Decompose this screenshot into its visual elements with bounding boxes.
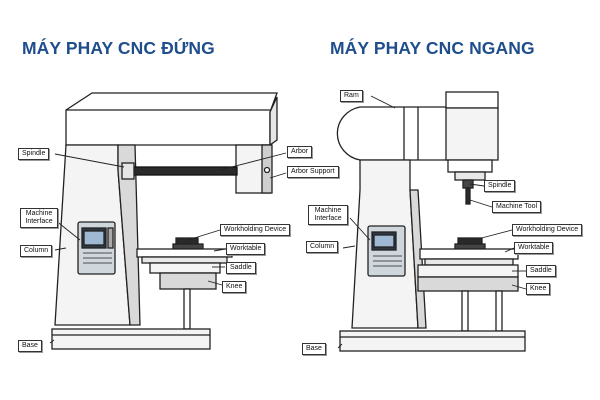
label-right-base: Base <box>302 343 326 355</box>
label-left-column: Column <box>20 245 53 257</box>
left-base <box>51 328 211 350</box>
title-vertical-cnc: MÁY PHAY CNC ĐỨNG <box>22 38 215 58</box>
label-left-arbor: Arbor <box>287 146 313 158</box>
label-right-saddle: Saddle <box>526 265 556 277</box>
label-left-machine-interface: Machine Interface <box>20 208 58 228</box>
right-ram <box>336 106 451 161</box>
left-leaders <box>49 152 287 344</box>
right-machine-tool <box>465 187 471 205</box>
left-machine <box>51 92 278 350</box>
label-right-machine-tool: Machine Tool <box>492 201 542 213</box>
label-right-column: Column <box>306 241 339 253</box>
label-left-spindle: Spindle <box>18 148 50 160</box>
left-arbor <box>132 166 238 176</box>
label-left-base: Base <box>18 340 42 352</box>
right-spindle-head <box>445 91 499 109</box>
label-left-arbor-support: Arbor Support <box>287 166 339 178</box>
right-worktable <box>419 248 519 260</box>
right-leaders <box>337 95 527 349</box>
left-saddle <box>149 262 221 274</box>
label-right-ram: Ram <box>340 90 363 102</box>
right-saddle <box>417 264 519 278</box>
label-left-workholding-device: Workholding Device <box>220 224 291 236</box>
right-knee <box>417 276 519 292</box>
title-horizontal-cnc: MÁY PHAY CNC NGANG <box>330 38 535 58</box>
label-right-spindle: Spindle <box>484 180 516 192</box>
label-right-knee: Knee <box>526 283 551 295</box>
left-spindle <box>121 162 135 180</box>
label-left-worktable: Worktable <box>226 243 266 255</box>
label-right-worktable: Worktable <box>514 242 554 254</box>
label-left-knee: Knee <box>222 281 247 293</box>
left-overarm <box>65 92 278 146</box>
label-left-saddle: Saddle <box>226 262 256 274</box>
left-knee <box>159 272 217 290</box>
label-right-workholding-device: Workholding Device <box>512 224 583 236</box>
right-machine <box>336 91 526 352</box>
label-right-machine-interface: Machine Interface <box>308 205 348 225</box>
right-base <box>339 330 526 352</box>
